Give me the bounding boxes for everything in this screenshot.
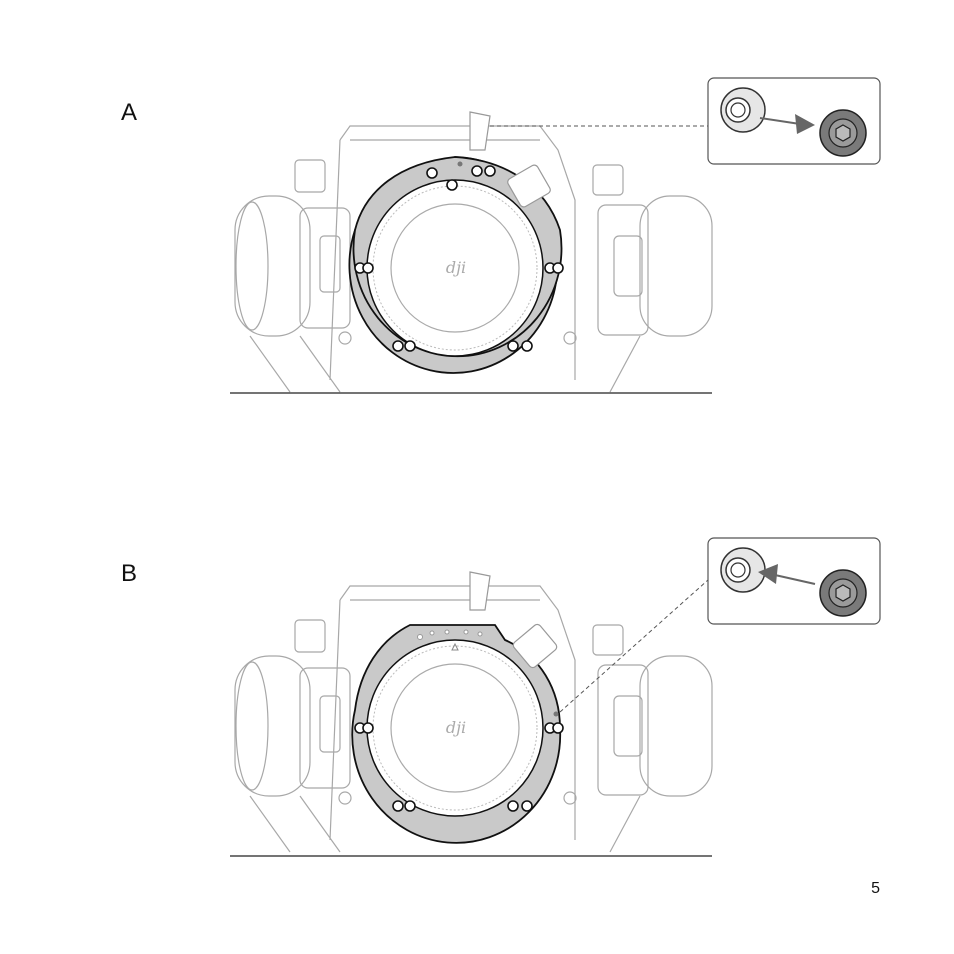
callout-leader	[560, 580, 708, 712]
unlocked-screw-icon	[721, 88, 765, 132]
dji-logo: dji	[446, 718, 466, 737]
locked-screw-icon	[820, 110, 866, 156]
figure-a-illustration: dji	[0, 0, 954, 440]
alignment-dot	[554, 712, 559, 717]
locked-screw-icon	[820, 570, 866, 616]
unlocked-screw-icon	[721, 548, 765, 592]
dji-logo: dji	[446, 258, 466, 277]
figure-b-illustration: dji	[0, 460, 954, 900]
alignment-dot	[458, 162, 463, 167]
page-number: 5	[871, 880, 880, 898]
